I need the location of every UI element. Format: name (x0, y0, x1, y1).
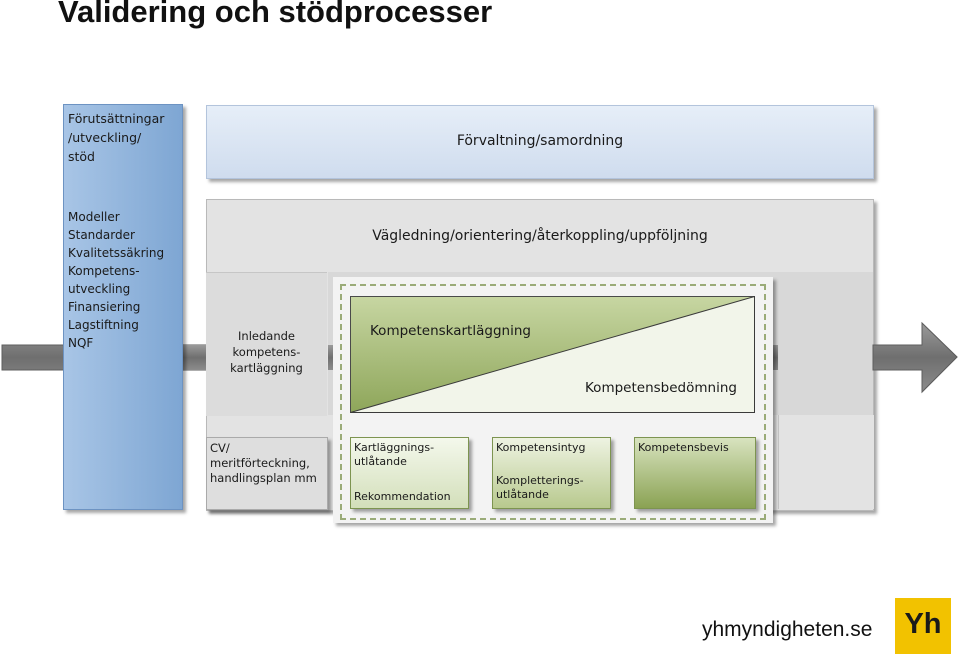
mapping-statement-box: Kartläggnings- utlåtande Rekommendation (350, 437, 469, 509)
competence-certificate-box: Kompetensintyg Kompletterings- utlåtande (492, 437, 611, 509)
output-line2: Rekommendation (354, 490, 451, 503)
competence-proof-box: Kompetensbevis (634, 437, 756, 509)
output-line1: Kompetensbevis (638, 441, 729, 454)
list-item: NQF (68, 336, 94, 350)
cv-box: CV/ meritförteckning, handlingsplan mm (206, 437, 328, 510)
right-strip (778, 415, 874, 509)
mapping-label: Kompetenskartläggning (370, 323, 531, 339)
list-item: Standarder (68, 228, 135, 242)
initial-mapping-box: Inledande kompetens- kartläggning (206, 272, 327, 416)
management-label: Förvaltning/samordning (456, 133, 624, 149)
list-item: Kompetens- (68, 264, 140, 278)
logo-text: Yh (904, 608, 942, 640)
list-item: Finansiering (68, 300, 141, 314)
assessment-label: Kompetensbedömning (585, 380, 737, 396)
prerequisites-column: Förutsättningar /utveckling/ stöd Modell… (63, 104, 183, 510)
cv-label: CV/ meritförteckning, handlingsplan mm (210, 441, 317, 485)
list-item: Lagstiftning (68, 318, 139, 332)
list-item: Kvalitetssäkring (68, 246, 165, 260)
page-title: Validering och stödprocesser (58, 0, 493, 29)
output-line2: Kompletterings- utlåtande (496, 474, 584, 501)
output-line1: Kompetensintyg (496, 441, 586, 454)
output-line1: Kartläggnings- utlåtande (354, 441, 435, 468)
mapping-assessment-box (350, 296, 755, 413)
guidance-label: Vägledning/orientering/återkoppling/uppf… (372, 228, 708, 244)
initial-mapping-label: Inledande kompetens- kartläggning (230, 329, 303, 375)
list-item: utveckling (68, 282, 131, 296)
site-url[interactable]: yhmyndigheten.se (702, 618, 873, 641)
yh-logo: Yh (895, 598, 951, 654)
prerequisites-heading: Förutsättningar /utveckling/ stöd (68, 111, 165, 164)
dashed-border (340, 284, 766, 520)
management-bar: Förvaltning/samordning (206, 105, 874, 179)
list-item: Modeller (68, 210, 120, 224)
prerequisites-list: Modeller Standarder Kvalitetssäkring Kom… (68, 208, 164, 352)
